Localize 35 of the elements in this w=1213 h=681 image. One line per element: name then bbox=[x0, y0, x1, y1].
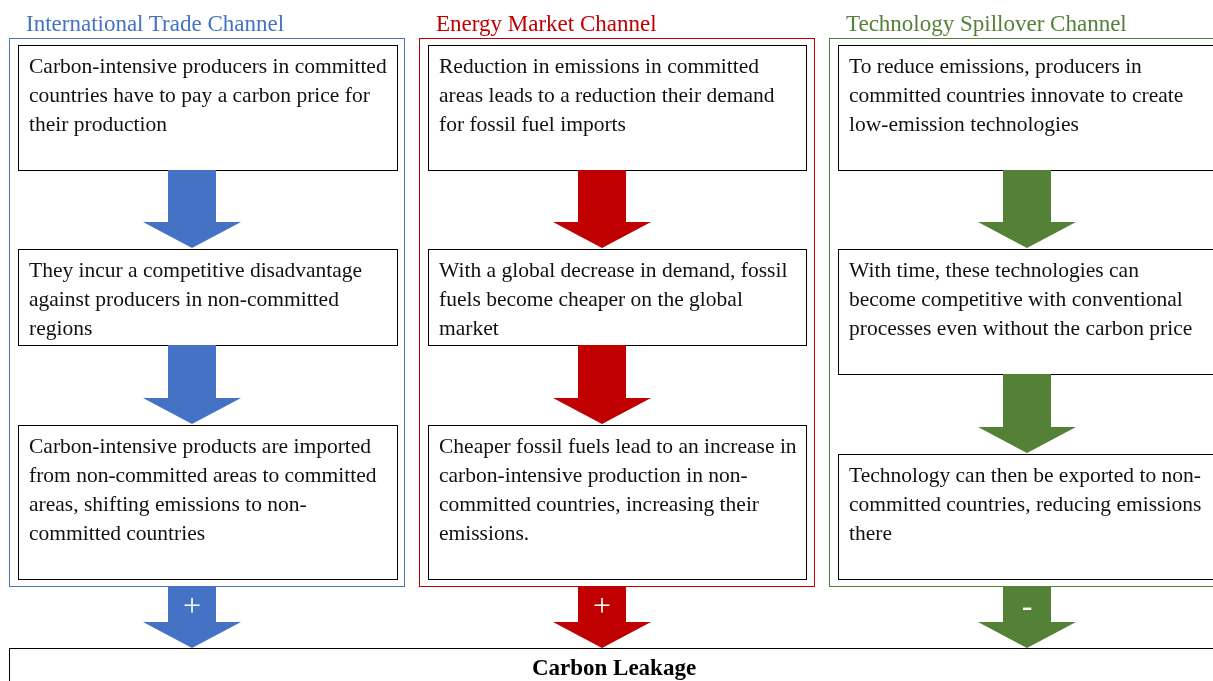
block-arrow bbox=[553, 170, 651, 248]
step-box bbox=[838, 45, 1213, 171]
block-arrow bbox=[143, 170, 241, 248]
edge-label: + bbox=[183, 588, 201, 621]
step-box bbox=[838, 454, 1213, 580]
result-box bbox=[9, 648, 1213, 681]
channel-heading: International Trade Channel bbox=[26, 11, 285, 37]
step-box bbox=[428, 45, 807, 171]
block-arrow bbox=[978, 587, 1076, 648]
step-box bbox=[18, 45, 398, 171]
step-text: To reduce emissions, producers in committed countries innovate to create low-emission technologies bbox=[849, 53, 1185, 138]
step-box bbox=[428, 425, 807, 580]
step-text: Carbon-intensive producers in committed countries have to pay a carbon price for their production bbox=[29, 53, 388, 138]
step-box bbox=[838, 249, 1213, 375]
step-box bbox=[18, 425, 398, 580]
step-box bbox=[428, 249, 807, 346]
block-arrow bbox=[978, 170, 1076, 248]
result-title: Carbon Leakage bbox=[531, 655, 697, 681]
step-text: With time, these technologies can become competitive with conventional processes even without the carbon price bbox=[849, 257, 1194, 342]
step-text: They incur a competitive disadvantage against producers in non-committed regions bbox=[29, 257, 364, 342]
block-arrow bbox=[143, 345, 241, 424]
step-text: Reduction in emissions in committed areas leads to a reduction their demand for fossil fuel imports bbox=[439, 53, 776, 138]
step-text: Cheaper fossil fuels lead to an increase in carbon-intensive production in non-committed countries, increasing their emissions. bbox=[439, 433, 798, 547]
edge-label: + bbox=[593, 588, 611, 621]
edge-label: - bbox=[1021, 588, 1033, 621]
block-arrow bbox=[978, 374, 1076, 453]
block-arrow bbox=[553, 345, 651, 424]
channel-heading: Technology Spillover Channel bbox=[846, 11, 1127, 37]
block-arrow bbox=[143, 587, 241, 648]
block-arrow bbox=[553, 587, 651, 648]
step-box bbox=[18, 249, 398, 346]
channel-heading: Energy Market Channel bbox=[436, 11, 657, 37]
step-text: Technology can then be exported to non-committed countries, reducing emissions there bbox=[849, 462, 1203, 547]
step-text: Carbon-intensive products are imported from non-committed areas to committed areas, shifting emissions to non-committed countries bbox=[29, 433, 378, 547]
step-text: With a global decrease in demand, fossil fuels become cheaper on the global market bbox=[439, 257, 789, 342]
